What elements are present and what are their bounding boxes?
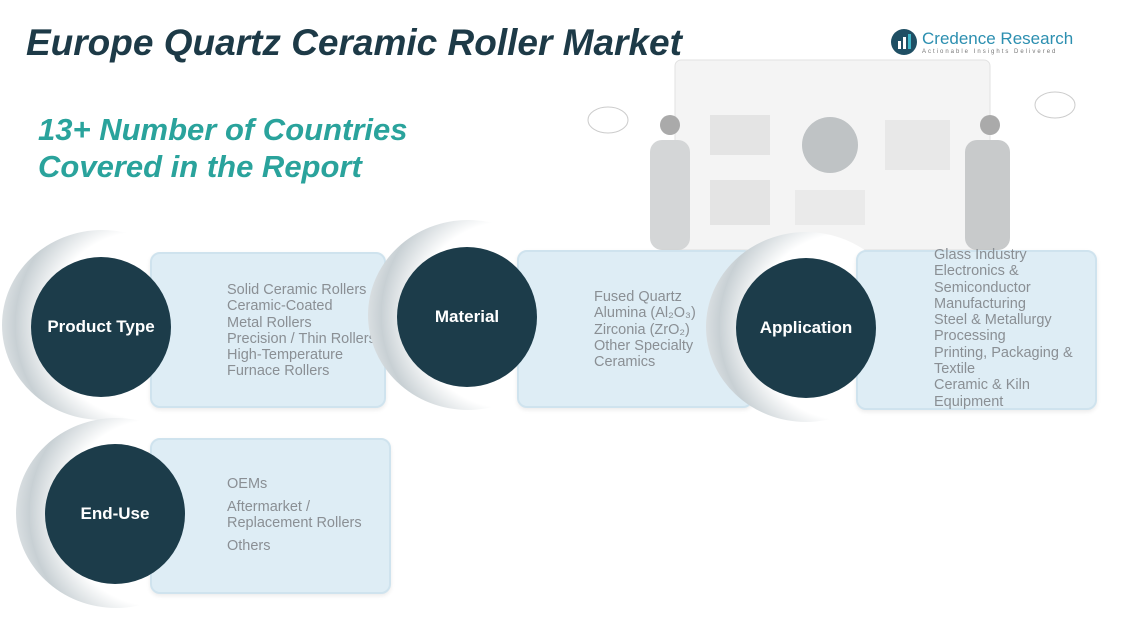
list-item: High-Temperature [227,347,344,364]
list-item: Ceramic-Coated [227,298,333,315]
logo-tagline: Actionable Insights Delivered [922,49,1058,55]
logo: Credence Research Actionable Insights De… [890,28,1073,56]
list-item: Semiconductor [934,279,1031,296]
list-item: Zirconia (ZrO₂) [594,321,690,338]
list-item: Ceramic & Kiln [934,377,1030,394]
segment-end-use: End-Use [45,444,185,584]
list-item: Steel & Metallurgy [934,312,1052,329]
list-item: Electronics & [934,263,1019,280]
list-item: Precision / Thin Rollers [227,330,376,347]
subtitle-line-2: Covered in the Report [38,149,362,184]
logo-icon [891,29,917,55]
segment-application: Application [736,258,876,398]
material-list: Fused Quartz Alumina (Al₂O₃) Zirconia (Z… [594,289,696,370]
application-box [856,250,1097,410]
list-item: Manufacturing [934,295,1026,312]
list-item: Textile [934,361,976,378]
list-item: Metal Rollers [227,314,312,331]
presentation-illustration [587,59,1076,251]
subtitle-line-1: 13+ Number of Countries [38,112,408,147]
end-use-box [150,438,391,594]
list-item: Processing [934,328,1006,345]
segment-material: Material [397,247,537,387]
list-item: Ceramics [594,354,656,371]
end-use-list: OEMs Aftermarket / Replacement Rollers O… [227,476,362,554]
product-type-box [150,252,386,408]
list-item: Others [227,538,271,554]
list-item: Solid Ceramic Rollers [227,282,367,298]
list-item: Glass Industry [934,247,1027,263]
list-item: Alumina (Al₂O₃) [594,305,696,322]
list-item: OEMs [227,476,268,492]
application-list: Glass Industry Electronics & Semiconduct… [934,247,1073,410]
logo-name: Credence Research [922,29,1074,48]
segment-product-type: Product Type [31,257,171,397]
list-item: Other Specialty [594,337,694,354]
list-item: Aftermarket / [227,499,310,515]
product-type-list: Solid Ceramic Rollers Ceramic-Coated Met… [227,282,376,380]
list-item: Furnace Rollers [227,363,330,380]
list-item: Equipment [934,393,1004,410]
list-item: Printing, Packaging & [934,344,1073,361]
list-item: Replacement Rollers [227,515,362,531]
list-item: Fused Quartz [594,289,682,305]
page-title: Europe Quartz Ceramic Roller Market [26,22,682,63]
